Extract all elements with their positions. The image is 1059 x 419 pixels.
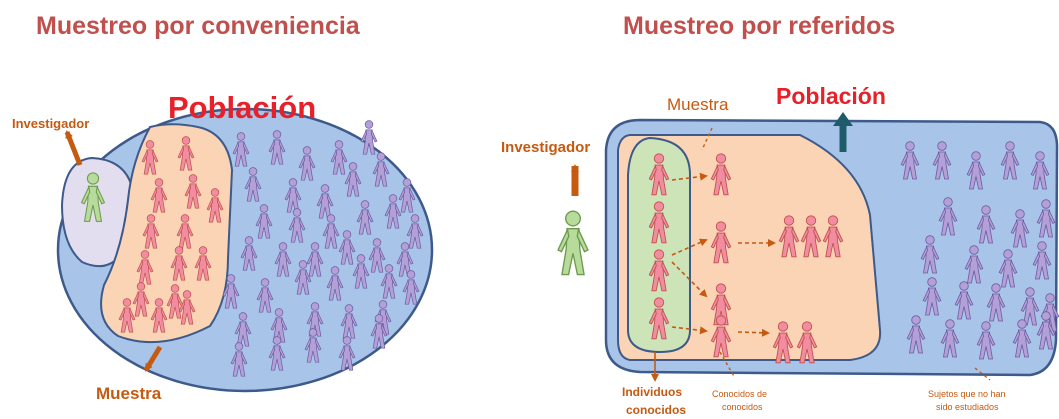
right-researcher-person [556, 210, 590, 276]
population-arrow-head [833, 112, 853, 126]
known-of-known-pointer [719, 351, 736, 379]
referral-arrow-4 [671, 326, 708, 335]
right-sample-label: Muestra [667, 95, 729, 114]
unstudied-label-line-1: Sujetos que no han [928, 389, 1006, 399]
known-individuals-label-line-2: conocidos [626, 403, 686, 417]
left-sample-arrow [143, 345, 163, 372]
right-diagram-title: Muestreo por referidos [623, 12, 896, 40]
right-researcher-label: Investigador [501, 139, 590, 156]
referral-arrow-6 [737, 328, 770, 337]
referral-arrow-2 [671, 238, 708, 256]
left-researcher-label: Investigador [12, 116, 89, 131]
unstudied-label-line-2: sido estudiados [936, 402, 999, 412]
left-researcher-arrow [64, 130, 83, 166]
left-convenience-diagram: Investigador Población Muestra [12, 90, 434, 403]
right-known-individuals-zone [627, 136, 691, 354]
left-population-label: Población [168, 90, 316, 125]
right-population-label: Población [776, 83, 886, 109]
left-sample-zone [100, 123, 234, 344]
known-of-known-label-line-2: conocidos [722, 402, 763, 412]
right-referral-diagram: Investigador Muestra Población Individuo… [501, 83, 1059, 417]
left-diagram-title: Muestreo por conveniencia [36, 12, 360, 40]
left-sample-label: Muestra [96, 384, 162, 403]
referral-arrow-3 [671, 261, 708, 298]
referral-arrow-1 [671, 172, 708, 181]
known-individuals-label-line-1: Individuos [622, 385, 682, 399]
referral-arrows [671, 172, 776, 337]
sample-pointer-line [701, 127, 713, 151]
known-of-known-label-line-1: Conocidos de [712, 389, 767, 399]
